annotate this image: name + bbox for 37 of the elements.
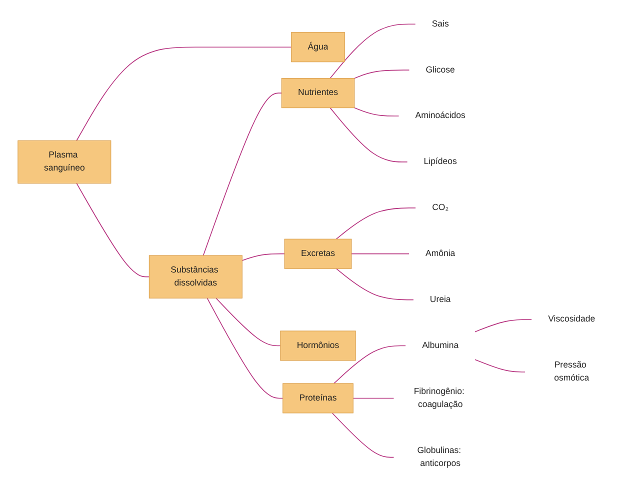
connector <box>474 319 532 332</box>
connector <box>76 182 150 278</box>
node-box: Água <box>291 32 345 62</box>
node-text: Viscosidade <box>548 314 596 324</box>
connector <box>242 253 285 261</box>
node-text: Pressão osmótica <box>554 360 590 383</box>
connector <box>216 298 281 346</box>
node-box: Proteínas <box>282 383 354 414</box>
node-text: Amônia <box>426 248 456 258</box>
connector <box>206 298 284 399</box>
node-box: Nutrientes <box>281 78 355 108</box>
connector <box>354 70 410 79</box>
connector <box>336 208 416 240</box>
node-text: Fibrinogênio: coagulação <box>414 386 464 410</box>
node-text: Globulinas: anticorpos <box>417 446 462 468</box>
connector <box>474 359 526 372</box>
node-box: Plasma sanguíneo <box>18 140 112 184</box>
node-box: Hormônios <box>280 330 356 361</box>
connector <box>330 24 416 79</box>
connector <box>202 92 282 256</box>
node-text: Sais <box>432 19 449 29</box>
node-box: Excretas <box>284 238 352 269</box>
node-text: Glicose <box>426 65 455 74</box>
connector <box>334 345 406 384</box>
node-text: Ureia <box>430 294 451 304</box>
node-text: CO₂ <box>432 202 449 212</box>
node-text: Albumina <box>422 340 459 350</box>
connector <box>330 107 408 162</box>
connector <box>336 268 414 300</box>
node-text: Lipídeos <box>424 157 457 166</box>
connector <box>76 46 292 142</box>
connector <box>352 398 394 399</box>
connector <box>332 412 394 458</box>
node-box: Substâncias dissolvidas <box>148 255 242 298</box>
node-text: Aminoácidos <box>415 111 466 120</box>
connector <box>354 107 400 116</box>
connector <box>351 253 410 254</box>
